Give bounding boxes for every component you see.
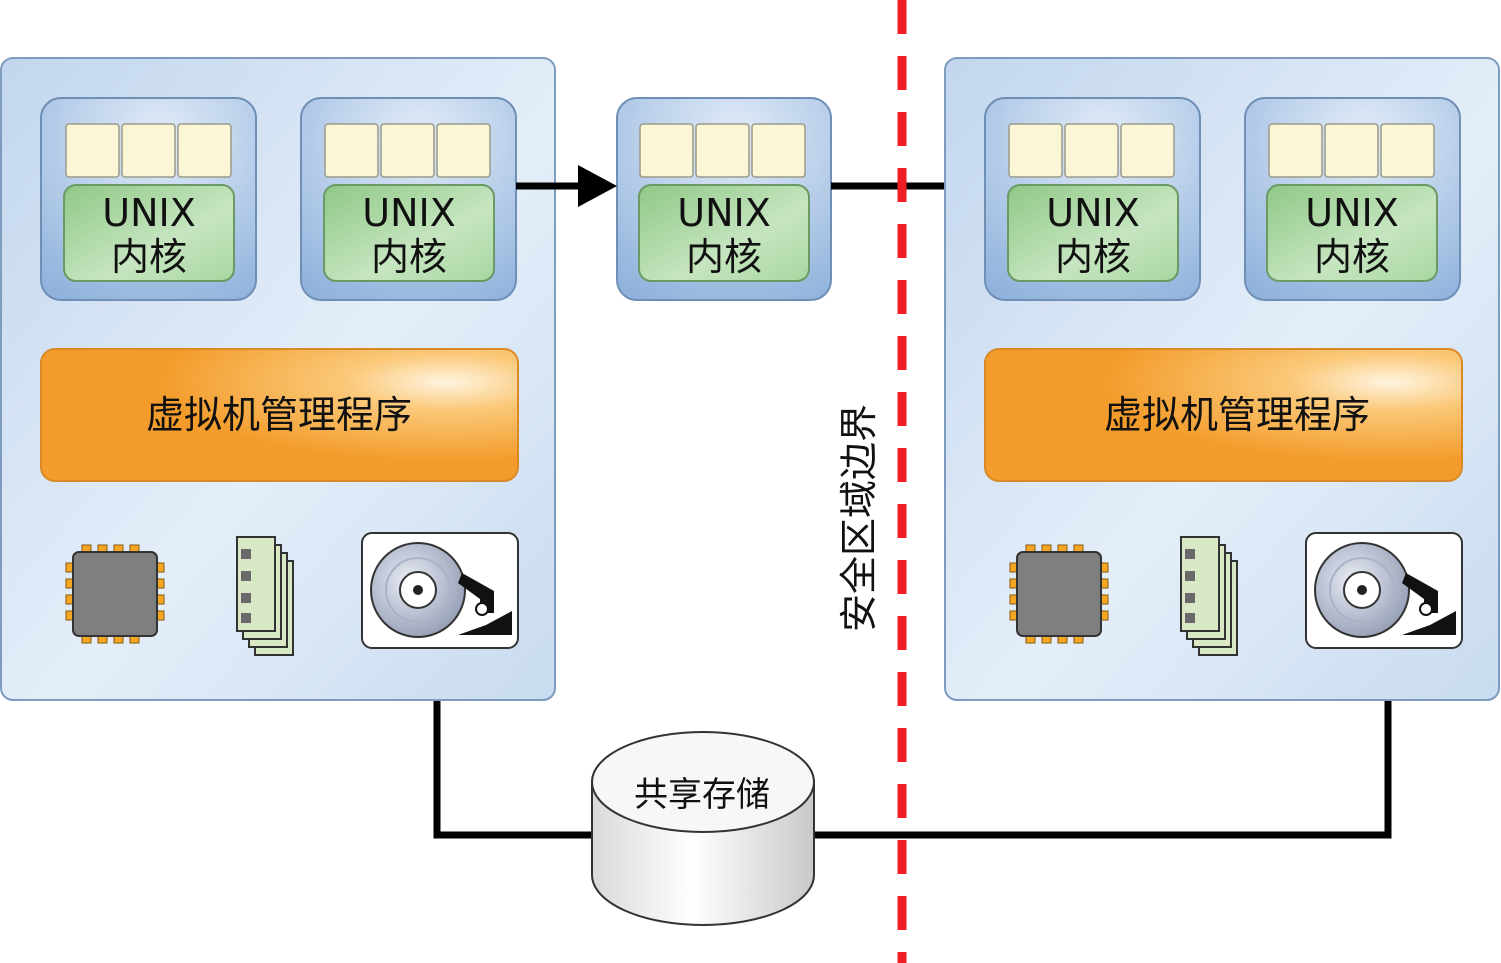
kernel-label-unix: UNIX [1305,191,1398,235]
domain-left-1: UNIX 内核 [40,97,257,301]
host-right: UNIX 内核 UNIX 内核 虚拟机管理程序 [944,57,1500,701]
storage-link-right [814,650,1392,839]
memory-module-icon [1180,536,1238,656]
hypervisor-left: 虚拟机管理程序 [40,348,519,482]
storage-link-left [433,650,592,839]
kernel-label-kernel: 内核 [686,235,762,279]
domain-right-1: UNIX 内核 [984,97,1201,301]
cpu-chip-icon [1009,544,1109,644]
kernel-label-unix: UNIX [1046,191,1139,235]
kernel-label-unix: UNIX [677,191,770,235]
kernel-label-kernel: 内核 [1314,235,1390,279]
kernel-label-kernel: 内核 [1055,235,1131,279]
hypervisor-right: 虚拟机管理程序 [984,348,1463,482]
shared-storage-cylinder-icon: 共享存储 [591,731,815,926]
kernel-label-kernel: 内核 [371,235,447,279]
boundary-label: 安全区域边界 [837,404,881,632]
kernel-label-kernel: 内核 [111,235,187,279]
arrow-right-icon [516,165,617,207]
storage-label: 共享存储 [634,775,770,815]
domain-right-2: UNIX 内核 [1244,97,1461,301]
hypervisor-label: 虚拟机管理程序 [146,393,412,437]
domain-migrating: UNIX 内核 [616,97,832,301]
hypervisor-label: 虚拟机管理程序 [1104,393,1370,437]
kernel-label-unix: UNIX [362,191,455,235]
disk-drive-icon [1305,532,1463,649]
kernel-label-unix: UNIX [102,191,195,235]
disk-drive-icon [361,532,519,649]
cpu-chip-icon [65,544,165,644]
domain-left-2: UNIX 内核 [300,97,517,301]
host-left: UNIX 内核 UNIX 内核 虚拟机管理程序 [0,57,556,701]
memory-module-icon [236,536,294,656]
